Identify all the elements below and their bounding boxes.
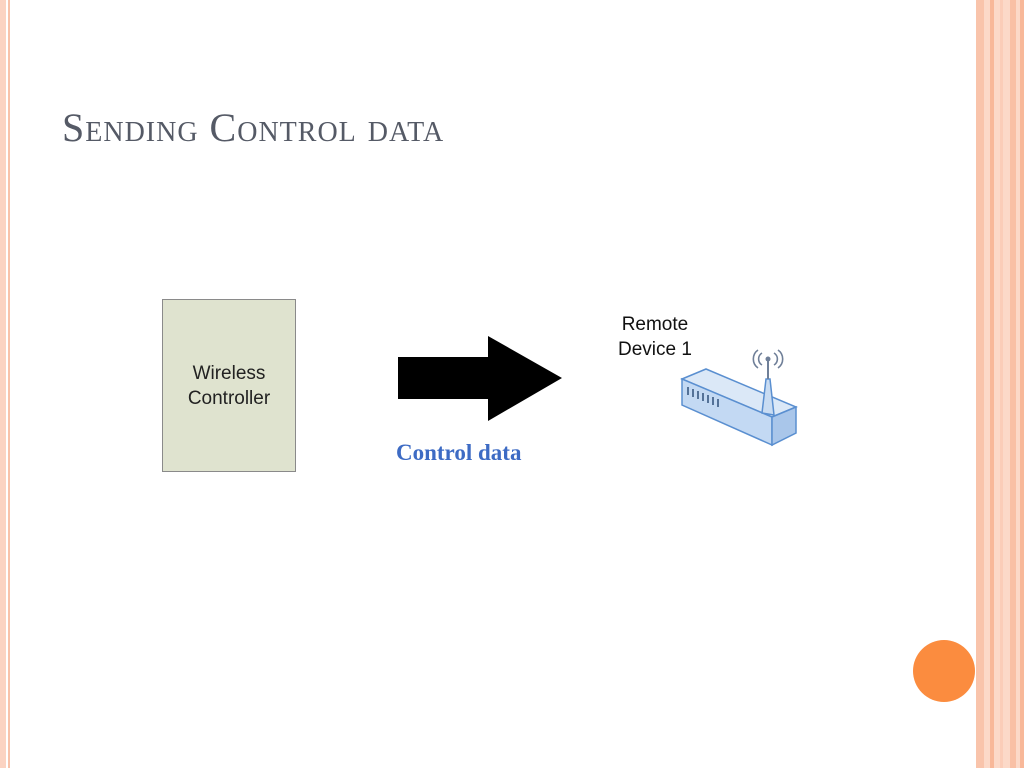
controller-label-line1: Wireless xyxy=(192,362,266,384)
arrow-label: Control data xyxy=(396,440,522,465)
right-arrow-icon xyxy=(398,336,562,421)
left-border-stripe xyxy=(0,0,6,768)
accent-dot xyxy=(913,640,975,702)
controller-label-line2: Controller xyxy=(187,387,271,409)
right-border-decoration xyxy=(976,0,1024,768)
device-label-line2: Device 1 xyxy=(618,339,692,360)
device-label-line1: Remote xyxy=(621,314,689,335)
signal-waves-icon xyxy=(752,349,784,369)
wireless-controller-box: Wireless Controller xyxy=(162,299,296,472)
wireless-router-icon xyxy=(680,349,798,447)
slide-title: Sending Control data xyxy=(62,105,445,150)
remote-device-label: Remote Device 1 xyxy=(618,312,692,362)
left-border-line xyxy=(8,0,10,768)
